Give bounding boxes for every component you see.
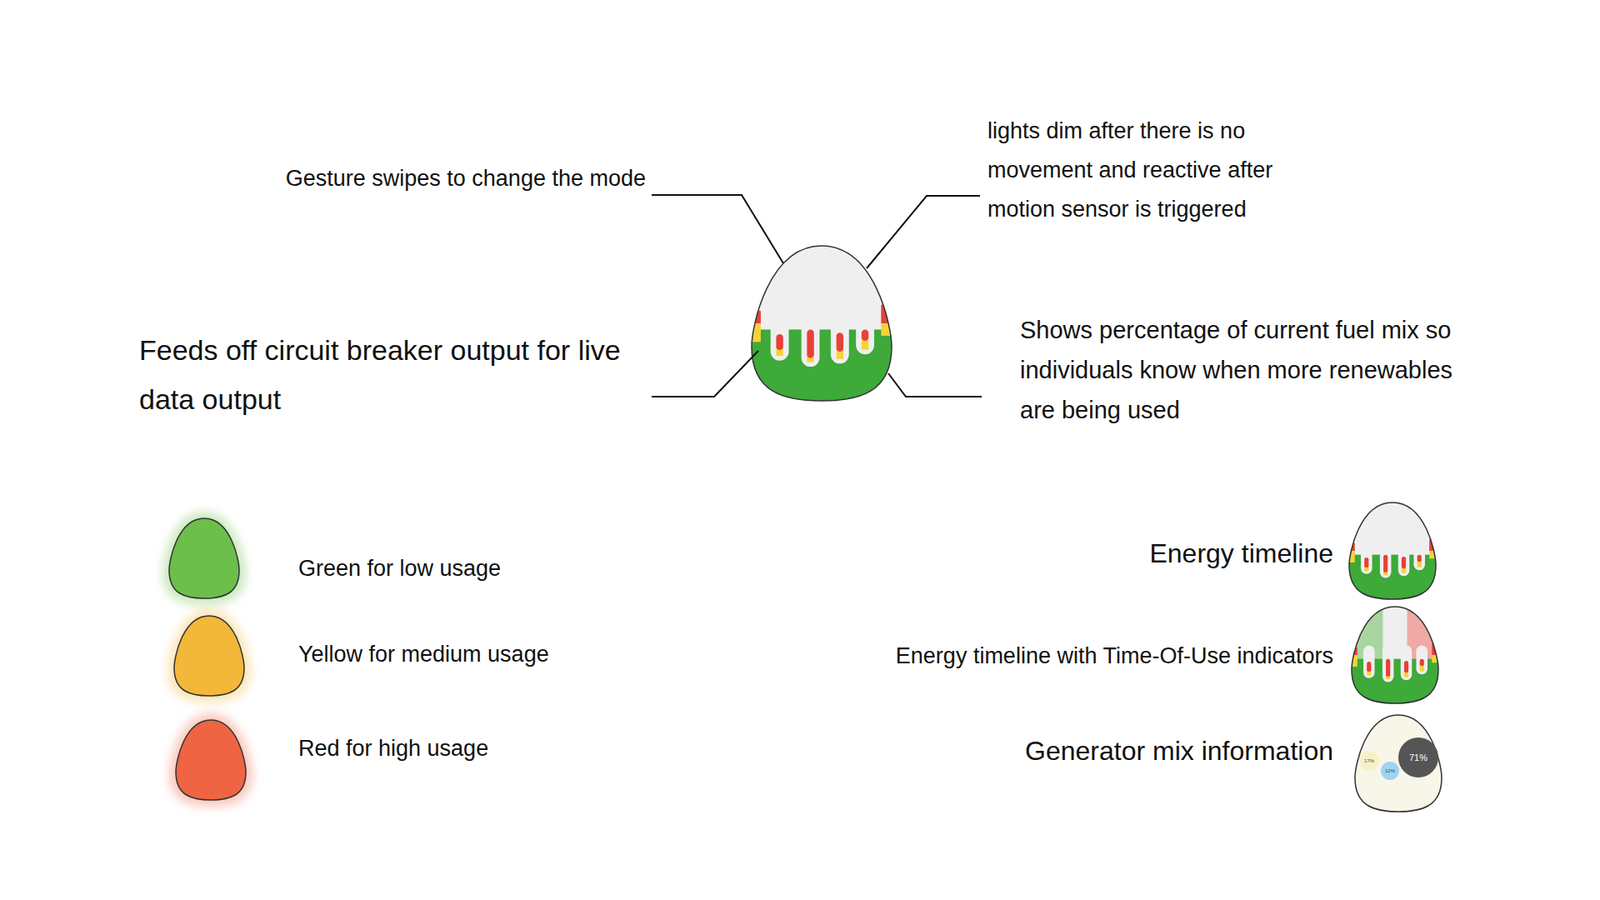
white-drip — [1400, 645, 1413, 680]
red-bar — [775, 334, 783, 350]
egg-outline — [1351, 606, 1439, 704]
leader-line — [888, 373, 982, 397]
red-bar — [1420, 659, 1425, 666]
red-bar — [1383, 555, 1388, 573]
red-bar — [1364, 557, 1369, 568]
percent-circle: 12% — [1380, 761, 1400, 780]
callout-label: Gesture swipes to change the mode — [83, 165, 646, 192]
callout-label: Energy timeline — [833, 537, 1334, 570]
white-drip — [830, 307, 850, 364]
white-drip — [1380, 540, 1392, 578]
red-bar — [1404, 660, 1409, 673]
leader-lines — [651, 195, 982, 397]
white-drip — [1360, 540, 1373, 574]
white-drip — [1415, 645, 1428, 675]
callout-label: Energy timeline with Time-Of-Use indicat… — [666, 642, 1334, 670]
red-bar — [836, 332, 844, 352]
red-bar — [861, 329, 869, 341]
white-drip — [770, 307, 790, 360]
white-drip — [1413, 540, 1425, 570]
callout-label: lights dim after there is no movement an… — [987, 111, 1305, 230]
white-drip — [1398, 540, 1410, 576]
legend-swatch — [175, 720, 246, 800]
egg-outline — [1349, 502, 1436, 600]
white-drip — [1363, 645, 1375, 678]
callout-label: Feeds off circuit breaker output for liv… — [139, 325, 623, 425]
white-drip — [801, 307, 820, 367]
swatch-glow — [167, 609, 251, 703]
white-drip — [855, 307, 875, 355]
leader-line — [651, 350, 759, 397]
legend-text: Red for high usage — [298, 735, 489, 762]
legend-swatch — [169, 518, 240, 599]
legend-text: Green for low usage — [298, 555, 501, 582]
leader-line — [651, 195, 784, 264]
red-bar — [806, 329, 814, 358]
swatch-glow — [169, 713, 253, 807]
percent-circle: 71% — [1398, 737, 1439, 778]
callout-label: Shows percentage of current fuel mix so … — [1020, 310, 1470, 430]
red-bar — [1417, 555, 1422, 562]
callout-label: Generator mix information — [833, 735, 1334, 767]
legend-swatch — [174, 615, 245, 696]
egg-outline — [751, 245, 892, 401]
generator-egg — [1355, 715, 1442, 812]
leader-line — [866, 195, 980, 269]
percent-circle: 17% — [1359, 750, 1380, 771]
swatch-glow — [162, 511, 246, 605]
legend-text: Yellow for medium usage — [298, 640, 550, 668]
percent-text: 17% — [1364, 758, 1375, 764]
energy-egg — [750, 245, 892, 485]
red-bar — [1366, 661, 1371, 672]
white-drip — [1382, 645, 1395, 682]
percent-text: 12% — [1385, 768, 1395, 774]
legend-swatches — [162, 511, 253, 807]
percent-text: 71% — [1409, 753, 1428, 763]
red-bar — [1401, 556, 1406, 569]
red-bar — [1385, 659, 1390, 677]
